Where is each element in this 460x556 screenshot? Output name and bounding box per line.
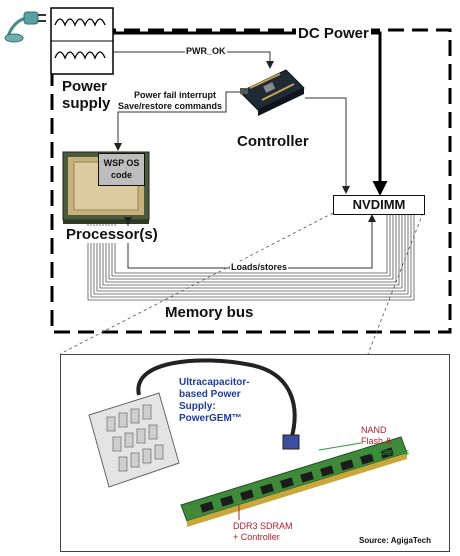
source-label: Source: AgigaTech (359, 536, 432, 545)
nand-label-2: Flash & (361, 436, 392, 446)
power-supply-label-2: supply (62, 95, 111, 112)
nand-label-3: Multiplexors (361, 447, 410, 457)
pwr-ok-label: PWR_OK (185, 46, 227, 56)
cable-connector (282, 434, 300, 450)
dc-power-line (113, 31, 388, 196)
interrupt-label-2: Save/restore commands (118, 101, 223, 111)
photo-illustration (88, 358, 408, 527)
coil-bottom (54, 51, 106, 60)
processor-label: Processor(s) (66, 226, 158, 243)
loads-stores-line (124, 214, 376, 269)
loads-stores-label: Loads/stores (230, 262, 289, 272)
power-supply-box (50, 7, 114, 75)
dc-power-label: DC Power (296, 25, 371, 42)
interrupt-line (114, 91, 240, 151)
power-supply-label-1: Power (62, 78, 108, 95)
ddr3-label-1: DDR3 SDRAM (233, 521, 293, 531)
system-boundary (50, 28, 452, 334)
ultracap-label-4: PowerGEM™ (179, 413, 242, 424)
nand-label-1: NAND (361, 425, 387, 435)
ultracap-label-2: based Power (179, 389, 241, 400)
memory-bus-label: Memory bus (165, 304, 254, 321)
zoom-line-right (367, 212, 424, 355)
memory-bus-lines (87, 213, 415, 301)
nvdimm-box: NVDIMM (333, 195, 425, 215)
ultracap-board (88, 392, 180, 488)
wsp-label-2: code (110, 170, 132, 180)
wsp-os-code-box: WSP OS code (98, 153, 145, 186)
pwr-ok-line (113, 51, 274, 69)
ultracap-label-1: Ultracapacitor- (179, 377, 250, 388)
nvdimm-photo: Ultracapacitor- based Power Supply: Powe… (60, 354, 450, 552)
wsp-label-1: WSP OS (103, 158, 140, 168)
controller-board (239, 69, 305, 116)
controller-nvdimm-line (305, 97, 350, 194)
cable (136, 358, 297, 441)
controller-label: Controller (237, 133, 309, 150)
ddr3-label-2: + Controller (233, 532, 280, 542)
interrupt-label-1: Power fail interrupt (134, 90, 217, 100)
ultracap-label-3: Supply: (179, 401, 216, 412)
coil-top (54, 18, 106, 27)
power-plug-icon (4, 11, 46, 43)
dimm-module (180, 436, 408, 527)
